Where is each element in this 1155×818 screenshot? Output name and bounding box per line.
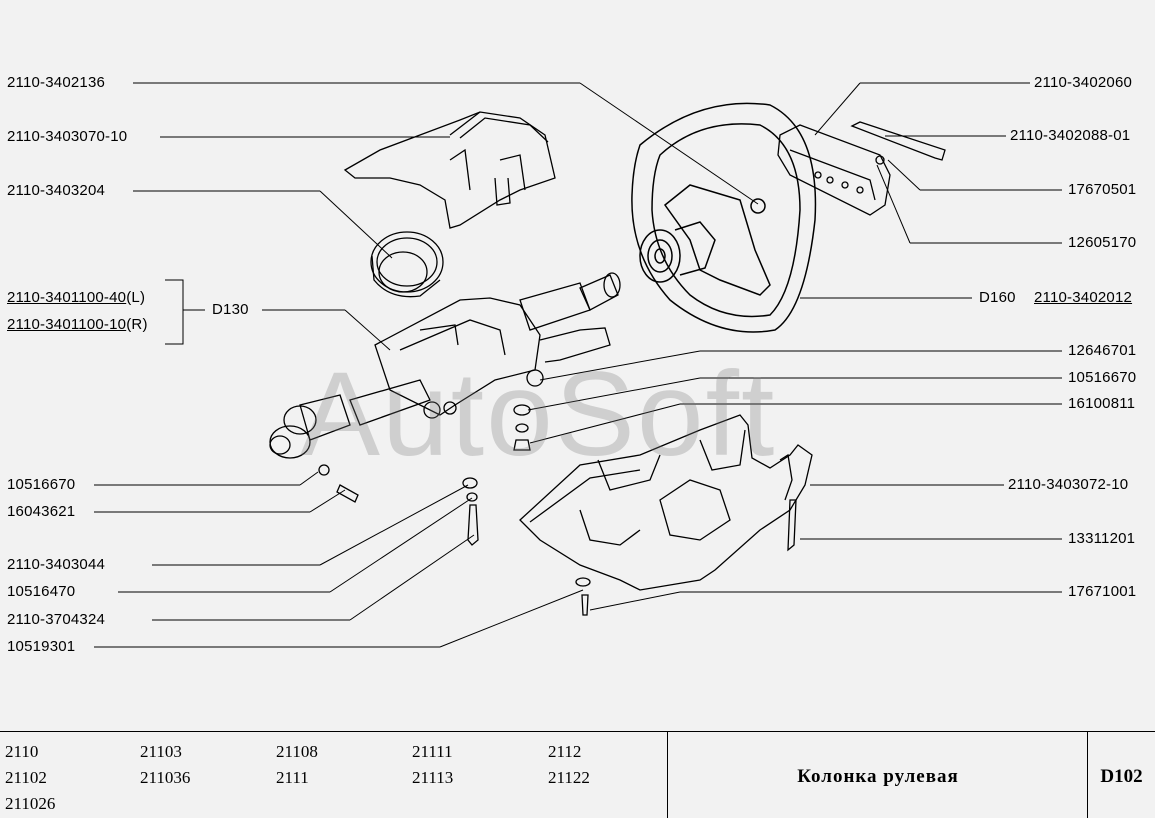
model-cell: 211036 <box>140 768 191 787</box>
label-2110-3401100-10-r: 2110-3401100-10(R) <box>7 317 148 333</box>
label-17671001: 17671001 <box>1068 583 1137 600</box>
label-2110-3402136: 2110-3402136 <box>7 74 106 91</box>
part-number-2110-3401100-10: 2110-3401100-10 <box>7 316 127 333</box>
sheet-code: D102 <box>1100 766 1143 787</box>
suffix-left: (L) <box>126 289 146 306</box>
label-2110-3402012: 2110-3402012 <box>1034 289 1133 306</box>
model-cell: 21113 <box>412 768 454 787</box>
label-16043621: 16043621 <box>7 503 76 520</box>
label-16100811: 16100811 <box>1068 395 1136 412</box>
fasteners-drawing <box>318 404 797 616</box>
label-2110-3402088-01: 2110-3402088-01 <box>1010 127 1131 144</box>
part-number-2110-3401100-40: 2110-3401100-40 <box>7 289 127 306</box>
steering-wheel-drawing <box>631 102 817 333</box>
label-10516470: 10516470 <box>7 583 76 600</box>
lower-shroud-drawing <box>519 414 813 591</box>
suffix-right: (R) <box>126 316 148 333</box>
label-12646701: 12646701 <box>1068 342 1137 359</box>
horn-pad-drawing <box>777 121 946 216</box>
label-12605170: 12605170 <box>1068 234 1137 251</box>
steering-column-diagram <box>94 82 1062 648</box>
upper-shroud-drawing <box>343 111 556 229</box>
label-2110-3403070-10: 2110-3403070-10 <box>7 128 128 145</box>
divider <box>1087 732 1088 818</box>
steering-column-drawing <box>269 272 621 459</box>
label-10519301: 10519301 <box>7 638 76 655</box>
model-cell: 21122 <box>548 768 590 787</box>
seal-ring-drawing <box>370 231 444 298</box>
label-d130: D130 <box>212 301 249 318</box>
model-cell: 21111 <box>412 742 453 761</box>
leader-lines <box>94 82 1062 648</box>
model-cell: 2111 <box>276 768 309 787</box>
model-cell: 211026 <box>5 794 56 813</box>
divider <box>667 732 668 818</box>
label-2110-3403072-10: 2110-3403072-10 <box>1008 476 1129 493</box>
label-2110-3704324: 2110-3704324 <box>7 611 106 628</box>
label-2110-3403204: 2110-3403204 <box>7 182 106 199</box>
label-2110-3401100-40-l: 2110-3401100-40(L) <box>7 290 145 306</box>
label-10516670-left: 10516670 <box>7 476 76 493</box>
label-17670501: 17670501 <box>1068 181 1137 198</box>
title-block: 2110 21103 21108 21111 2112 21102 211036… <box>0 731 1155 818</box>
model-cell: 21102 <box>5 768 47 787</box>
sheet-title: Колонка рулевая <box>797 766 959 787</box>
model-cell: 2112 <box>548 742 582 761</box>
label-d160: D160 <box>979 289 1016 306</box>
label-2110-3403044: 2110-3403044 <box>7 556 106 573</box>
label-13311201: 13311201 <box>1068 530 1136 547</box>
label-2110-3402060: 2110-3402060 <box>1034 74 1133 91</box>
model-cell: 2110 <box>5 742 39 761</box>
label-10516670-right: 10516670 <box>1068 369 1137 386</box>
model-cell: 21108 <box>276 742 318 761</box>
model-cell: 21103 <box>140 742 182 761</box>
